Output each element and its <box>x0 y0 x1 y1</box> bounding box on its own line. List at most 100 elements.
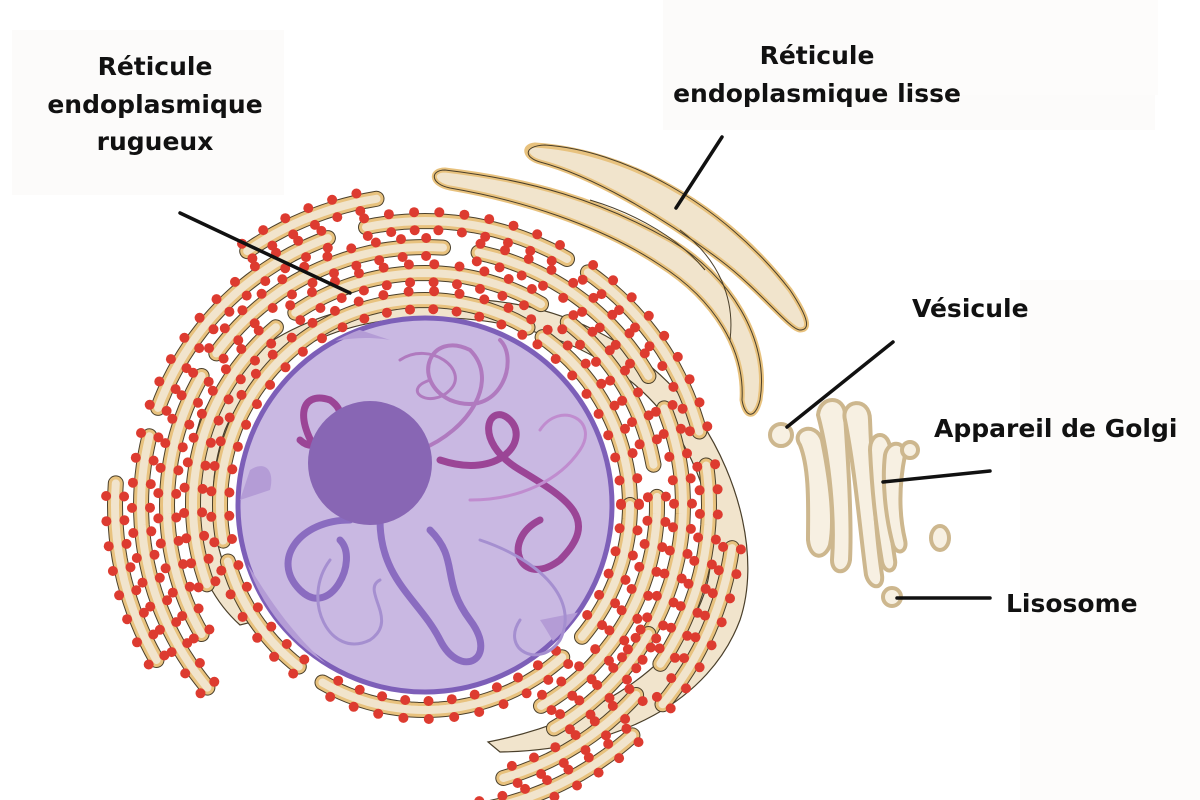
ribosome <box>351 188 362 199</box>
ribosome <box>593 408 604 419</box>
ribosome <box>682 630 693 641</box>
ribosome <box>549 791 560 800</box>
ribosome <box>193 397 203 408</box>
ribosome <box>209 461 220 471</box>
ribosome <box>634 500 644 510</box>
ribosome <box>224 306 235 317</box>
ribosome <box>409 207 420 218</box>
ribosome <box>529 752 539 763</box>
ribosome <box>651 434 662 445</box>
ribosome <box>631 663 642 674</box>
ribosome <box>237 305 248 316</box>
ribosome <box>625 358 635 369</box>
ribosome <box>309 219 320 230</box>
label-rough-er: Réticule endoplasmique rugueux <box>30 48 280 161</box>
rough-er-lumen <box>318 653 567 715</box>
ribosome <box>616 605 627 616</box>
ribosome <box>664 545 675 556</box>
ribosome <box>176 390 187 401</box>
ribosome <box>258 225 269 236</box>
ribosome <box>608 275 619 286</box>
leader-line-golgi <box>881 469 992 484</box>
ribosome <box>184 419 195 430</box>
ribosome <box>434 207 445 218</box>
ribosome <box>130 452 141 463</box>
ribosome <box>474 796 485 800</box>
ribosome <box>325 691 336 702</box>
ribosome <box>179 508 190 518</box>
ribosome <box>506 760 517 771</box>
rough-er-lumen <box>215 295 532 545</box>
ribosome <box>626 584 637 594</box>
ribosome <box>354 684 365 695</box>
ribosome <box>101 491 112 501</box>
ribosome <box>558 292 569 303</box>
ribosome <box>650 406 661 417</box>
ribosome <box>677 403 688 414</box>
ribosome <box>577 274 588 285</box>
ribosome <box>194 658 205 668</box>
ribosome <box>658 620 669 631</box>
ribosome <box>266 621 277 632</box>
ribosome <box>689 555 700 566</box>
ribosome <box>555 240 565 250</box>
ribosome <box>403 286 414 297</box>
ribosome <box>227 464 238 475</box>
ribosome <box>589 716 600 727</box>
ribosome <box>496 319 507 330</box>
ribosome <box>378 290 389 301</box>
ribosome <box>471 256 482 267</box>
label-line: endoplasmique lisse <box>673 78 961 108</box>
ribosome <box>138 607 149 618</box>
ribosome <box>428 304 439 315</box>
ribosome <box>594 322 605 333</box>
ribosome <box>692 607 703 618</box>
ribosome <box>359 313 370 324</box>
rough-er-lumen <box>537 492 662 710</box>
ribosome <box>607 700 618 711</box>
ribosome <box>307 277 318 288</box>
ribosome <box>632 525 643 536</box>
ribosome <box>421 233 432 243</box>
ribosome <box>355 206 366 216</box>
ribosome <box>252 602 263 613</box>
ribosome <box>267 349 278 360</box>
ribosome <box>154 572 165 583</box>
ribosome <box>684 426 695 437</box>
label-golgi: Appareil de Golgi <box>934 414 1178 443</box>
ribosome <box>666 673 677 684</box>
ribosome <box>153 432 164 443</box>
ribosome <box>664 451 675 462</box>
ribosome <box>542 775 553 786</box>
ribosome <box>639 539 650 549</box>
ribosome <box>484 214 495 225</box>
ribosome <box>107 566 118 576</box>
ribosome <box>634 561 645 572</box>
ribosome <box>668 381 679 392</box>
rough-er-lumen <box>583 268 704 436</box>
ribosome <box>617 652 627 663</box>
ribosome <box>250 355 260 366</box>
label-background-right-side <box>1020 280 1200 800</box>
label-line: rugueux <box>96 127 214 156</box>
ribosome <box>690 632 701 643</box>
ribosome <box>676 573 687 584</box>
ribosome <box>137 577 148 588</box>
rough-er-lumen <box>154 234 332 412</box>
ribosome <box>153 488 164 499</box>
ribosome <box>433 225 444 236</box>
ribosome <box>216 565 227 576</box>
ribosome <box>643 310 654 321</box>
ribosome <box>374 255 385 266</box>
ribosome <box>651 691 662 702</box>
rough-er-lumen <box>499 691 641 782</box>
ribosome <box>572 780 582 791</box>
ribosome <box>237 611 248 622</box>
ribosome <box>596 378 607 389</box>
ribosome <box>512 778 523 788</box>
ribosome <box>213 415 224 426</box>
ribosome <box>651 633 662 644</box>
ribosome <box>687 498 697 509</box>
ribosome <box>659 330 670 341</box>
ribosome <box>632 613 643 624</box>
